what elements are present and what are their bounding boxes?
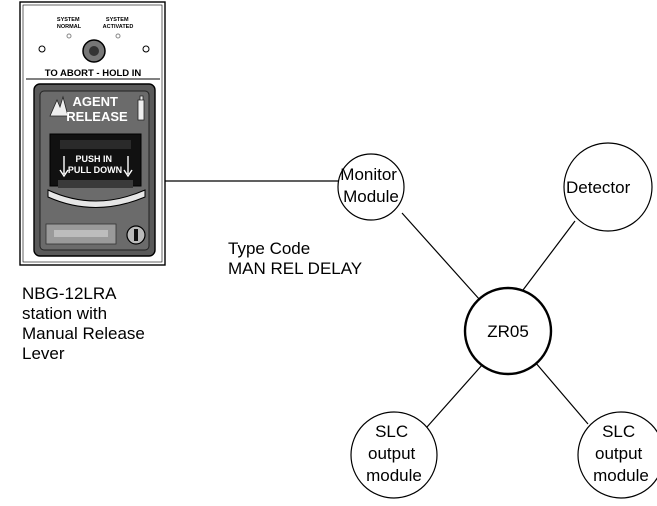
connector-slcleft-to-zr05 — [426, 363, 484, 428]
connector-detector-to-zr05 — [519, 220, 576, 295]
connector-slcright-to-zr05 — [534, 361, 589, 425]
connector-monitor-to-zr05 — [401, 212, 481, 301]
node-slc-right-label: SLC output module — [593, 422, 649, 485]
type-code-value: MAN REL DELAY — [228, 259, 363, 278]
node-zr05: ZR05 — [463, 286, 553, 376]
led-system-activated-label: SYSTEM ACTIVATED — [103, 17, 134, 30]
station-caption-line: Lever — [22, 344, 65, 363]
node-detector: Detector — [563, 142, 653, 232]
led-system-normal-label: SYSTEM NORMAL — [57, 17, 82, 30]
node-monitor-label: Monitor Module — [340, 165, 401, 206]
screw-right-icon — [142, 45, 150, 53]
nbg-12lra-station: SYSTEM NORMAL SYSTEM ACTIVATED TO ABORT … — [19, 1, 166, 266]
panel-title: AGENT RELEASE — [66, 94, 128, 124]
node-slc-left-label: SLC output module — [366, 422, 422, 485]
arrow-down-left-icon — [59, 156, 69, 178]
type-code-caption: Type Code MAN REL DELAY — [228, 239, 362, 279]
led-activated-icon — [115, 33, 121, 39]
station-caption-line: NBG-12LRA — [22, 284, 117, 303]
abort-instruction: TO ABORT - HOLD IN — [45, 68, 142, 79]
arrow-down-right-icon — [123, 156, 133, 178]
extinguisher-icon — [137, 95, 145, 121]
station-caption-line: Manual Release — [22, 324, 145, 343]
node-slc-right: SLC output module — [577, 411, 657, 499]
node-detector-label: Detector — [566, 178, 631, 197]
station-caption: NBG-12LRA station with Manual Release Le… — [22, 284, 145, 364]
node-slc-left: SLC output module — [350, 411, 438, 499]
node-monitor-module: Monitor Module — [337, 153, 405, 221]
release-handle-label: PUSH IN PULL DOWN — [68, 154, 122, 175]
station-caption-line: station with — [22, 304, 108, 323]
led-normal-icon — [66, 33, 72, 39]
type-code-label: Type Code — [228, 239, 311, 258]
fire-icon — [49, 95, 69, 117]
screw-left-icon — [38, 45, 46, 53]
node-zr05-label: ZR05 — [487, 322, 529, 341]
